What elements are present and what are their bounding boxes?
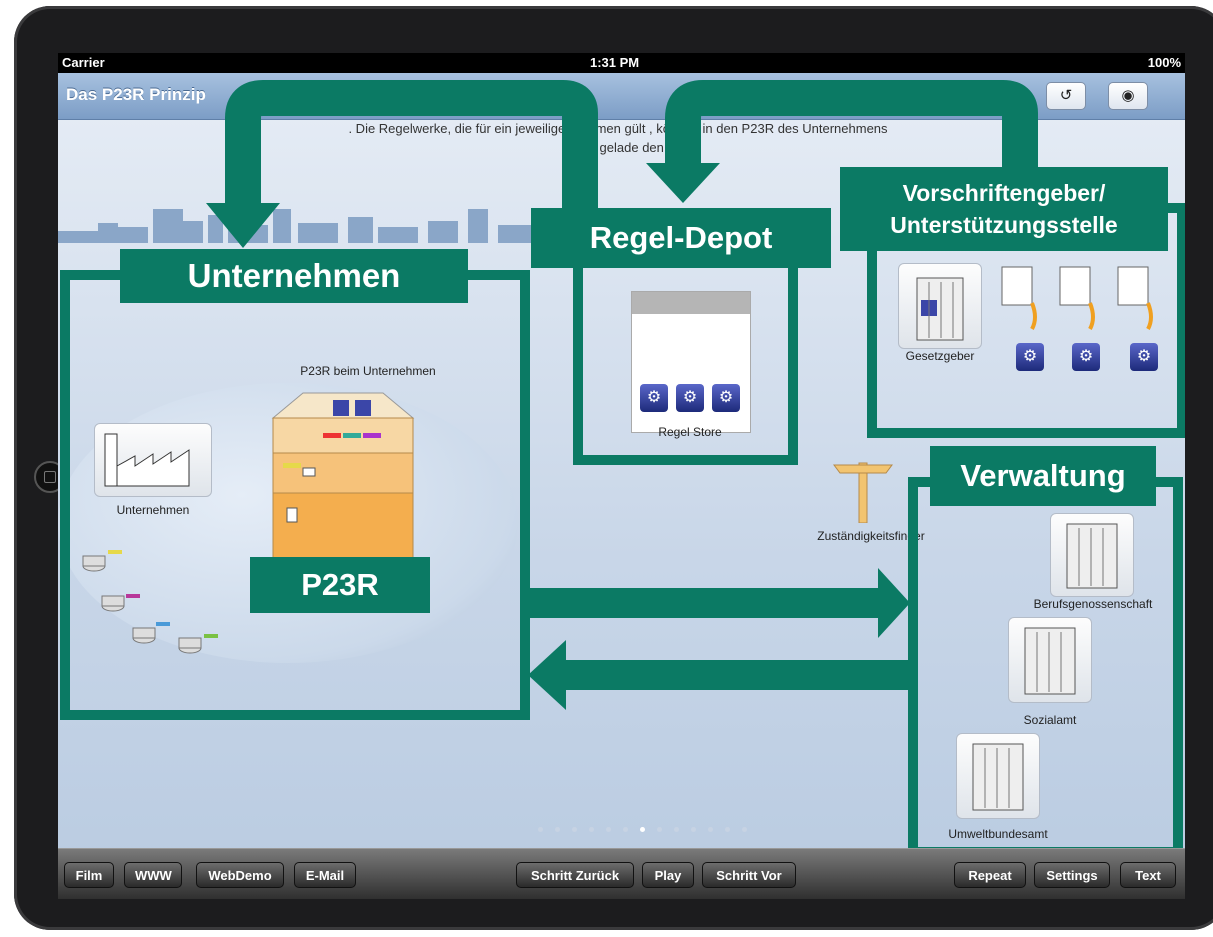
vorschriften-header: Vorschriftengeber/ Unterstützungsstelle xyxy=(840,167,1168,251)
page-dot[interactable] xyxy=(589,827,594,832)
www-button[interactable]: WWW xyxy=(124,862,182,888)
process-flow-arrows xyxy=(206,80,1038,710)
sozialamt-tile[interactable] xyxy=(1008,617,1092,703)
unternehmen-icon-label: Unternehmen xyxy=(116,503,190,517)
p23r-label: P23R xyxy=(250,557,430,613)
history-icon: ↺ xyxy=(1059,87,1073,104)
regel-store-panel[interactable]: ⚙ ⚙ ⚙ xyxy=(631,291,751,433)
rule-gear-icon: ⚙ xyxy=(1130,343,1158,371)
page-dot[interactable] xyxy=(674,827,679,832)
p23r-building-icon xyxy=(271,392,415,559)
page-dot[interactable] xyxy=(572,827,577,832)
building-icon xyxy=(972,743,1024,811)
intro-line-1: . Die Regelwerke, die für ein jeweiliges… xyxy=(348,121,888,136)
verwaltung-box xyxy=(908,477,1183,857)
page-dot[interactable] xyxy=(725,827,730,832)
regel-store-label: Regel Store xyxy=(658,425,722,439)
zustaendigkeitsfinder-label: Zuständigkeitsfinder xyxy=(817,529,925,543)
schritt-zurueck-button[interactable]: Schritt Zurück xyxy=(516,862,634,888)
page-title: Das P23R Prinzip xyxy=(66,85,206,104)
settings-button[interactable]: Settings xyxy=(1034,862,1110,888)
page-control[interactable] xyxy=(538,825,778,835)
status-bar: Carrier 1:31 PM 100% xyxy=(58,53,1185,73)
page-dot[interactable] xyxy=(538,827,543,832)
page-dot[interactable] xyxy=(623,827,628,832)
regel-depot-header: Regel-Depot xyxy=(531,208,831,268)
app-screen: Carrier 1:31 PM 100% Das P23R Prinzip ↺ … xyxy=(58,53,1185,899)
rule-gear-icon: ⚙ xyxy=(1072,343,1100,371)
umweltbundesamt-tile[interactable] xyxy=(956,733,1040,819)
berufsgenossenschaft-tile[interactable] xyxy=(1050,513,1134,597)
history-button[interactable]: ↺ xyxy=(1046,82,1086,110)
city-skyline xyxy=(58,209,575,243)
page-dot[interactable] xyxy=(708,827,713,832)
gesetzgeber-tile[interactable] xyxy=(898,263,982,349)
webdemo-button[interactable]: WebDemo xyxy=(196,862,284,888)
vorschriften-header-line2: Unterstützungsstelle xyxy=(890,212,1118,238)
document-stacks xyxy=(82,550,218,654)
building-icon xyxy=(1066,523,1118,589)
verwaltung-header: Verwaltung xyxy=(930,446,1156,506)
signpost-icon xyxy=(833,462,893,523)
gesetzgeber-label: Gesetzgeber xyxy=(905,349,975,363)
bottom-toolbar: Film WWW WebDemo E-Mail Schritt Zurück P… xyxy=(58,848,1185,899)
text-button[interactable]: Text xyxy=(1120,862,1176,888)
rule-gear-icon: ⚙ xyxy=(676,384,704,412)
sozialamt-label: Sozialamt xyxy=(1023,713,1077,727)
building-icon xyxy=(1024,627,1076,695)
page-dot[interactable] xyxy=(657,827,662,832)
law-documents xyxy=(1001,266,1153,330)
factory-icon xyxy=(104,433,190,487)
schritt-vor-button[interactable]: Schritt Vor xyxy=(702,862,796,888)
wifi-button[interactable]: ◉ xyxy=(1108,82,1148,110)
clock: 1:31 PM xyxy=(590,55,640,70)
page-dot[interactable] xyxy=(606,827,611,832)
page-dot[interactable] xyxy=(555,827,560,832)
p23r-beim-label: P23R beim Unternehmen xyxy=(300,364,436,378)
rule-gear-icon: ⚙ xyxy=(640,384,668,412)
wifi-icon: ◉ xyxy=(1121,87,1135,104)
page-dot[interactable] xyxy=(691,827,696,832)
unternehmen-box xyxy=(60,270,530,720)
vorschriften-header-line1: Vorschriftengeber/ xyxy=(902,180,1106,206)
umweltbundesamt-label: Umweltbundesamt xyxy=(948,827,1048,841)
government-building-icon xyxy=(916,277,964,341)
carrier-label: Carrier xyxy=(62,55,105,70)
factory-tile[interactable] xyxy=(94,423,212,497)
rule-gear-icon: ⚙ xyxy=(1016,343,1044,371)
email-button[interactable]: E-Mail xyxy=(294,862,356,888)
film-button[interactable]: Film xyxy=(64,862,114,888)
unternehmen-header: Unternehmen xyxy=(120,249,468,303)
regel-depot-box xyxy=(573,253,798,465)
page-dot[interactable] xyxy=(742,827,747,832)
play-button[interactable]: Play xyxy=(642,862,694,888)
berufsgenossenschaft-label: Berufsgenossenschaft xyxy=(1033,597,1153,611)
page-dot-active[interactable] xyxy=(640,827,645,832)
battery-indicator: 100% xyxy=(1147,55,1181,70)
repeat-button[interactable]: Repeat xyxy=(954,862,1026,888)
rule-gear-icon: ⚙ xyxy=(712,384,740,412)
